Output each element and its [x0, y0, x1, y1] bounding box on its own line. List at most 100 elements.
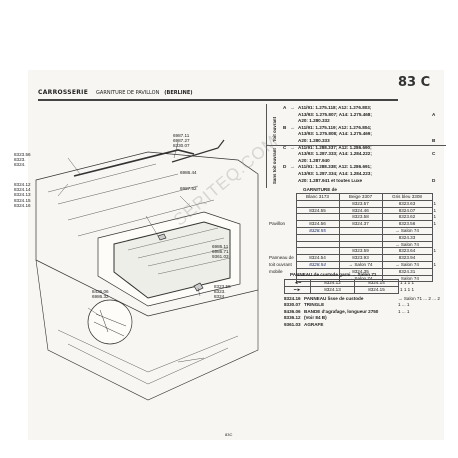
part-label: 6986.32 [92, 294, 109, 300]
part-label: 8324.16 [14, 202, 31, 208]
row-quantity [432, 241, 446, 248]
part-description: AGRAFE [304, 321, 324, 327]
headliner-ribs [47, 163, 215, 237]
serial-range: A13/93: 1.287.334; A14: 1.284.223; [298, 171, 372, 176]
row-label: Panneau de [269, 255, 294, 261]
side-arrow: ◄━ [284, 279, 311, 287]
row-label [268, 200, 296, 207]
part-description: PANNEAU lisse de custode [304, 296, 364, 301]
row-label: Pavillon [269, 221, 286, 227]
row-quantity [432, 268, 446, 275]
table-cell: 8324.12 [310, 279, 355, 287]
row-quantity [432, 227, 446, 234]
table-cell: → Salon 74 [381, 240, 433, 249]
label-mid: 6986.44 [180, 170, 197, 175]
row-quantity [432, 234, 446, 241]
table-cell [295, 247, 340, 256]
part-description: (Voir 84 B) [304, 315, 327, 321]
row-quantity: 1 1 1 1 [400, 286, 415, 292]
exploded-view-diagram [35, 139, 259, 401]
custode-title-text: PANNEAU de custode garni [290, 272, 351, 277]
table-cell: → Salon 74 [381, 260, 433, 269]
group-mark: D [432, 177, 436, 183]
table-cell: 8324.54 [295, 254, 340, 262]
part-description: TRINGLE [304, 302, 325, 308]
table-cell: 8323.62 [381, 213, 433, 222]
group-divider [266, 145, 446, 146]
section-header: CARROSSERIE GARNITURE DE PAVILLON (BERLI… [38, 88, 398, 101]
group-mark: C [432, 151, 436, 157]
table-cell: 8324.31 [381, 267, 433, 276]
serial-range: A11/91: 1.275.119; A12: 1.276.804; [298, 124, 372, 130]
part-label: 6986.11 [212, 244, 229, 249]
row-label [268, 241, 296, 248]
part-label: 8324.13 [14, 192, 31, 198]
label-cluster-top: 6987.11 6987.27 8330.07 [173, 133, 190, 149]
group-letter: C [283, 144, 287, 150]
table-cell: 8323.57 [338, 199, 383, 208]
table-cell: 8324.56 [295, 220, 340, 228]
table-cell: 8328.54 [295, 260, 340, 269]
row-quantity: 1 [433, 200, 437, 206]
header-subtitle: GARNITURE DE PAVILLON [96, 90, 160, 96]
row-quantity: 1 [433, 221, 437, 227]
serial-range: A20: 1.287.941 et toutes Luxe [298, 177, 363, 183]
table-cell: 8323.59 [338, 247, 383, 256]
serial-range: A20: 1.280.332 [298, 118, 330, 124]
row-label [268, 227, 296, 234]
label-cluster-right: 6986.11 6986.71 9361.03 [212, 244, 229, 260]
part-quantity: → Salon 71 ... 2 ... 2 [398, 296, 440, 301]
table-cell: 8328.55 [295, 226, 340, 235]
table-cell: 8323.94 [381, 254, 433, 262]
table-cell: → Salon 74 [381, 226, 433, 235]
table-cell [295, 213, 340, 222]
group-letter: D [283, 164, 287, 170]
row-quantity [432, 255, 446, 262]
part-ref: 8436.06 [284, 308, 301, 314]
serial-range: A13/93: 1.275.808; A14: 1.275.469; [298, 131, 372, 137]
leader-lines [57, 141, 205, 363]
label-cluster-left-1: 8323.56 8323. 8324. [14, 152, 31, 168]
detail-inset [87, 299, 133, 345]
table-cell [295, 233, 340, 242]
part-label: 8324.12 [14, 182, 31, 187]
row-label: mobile [269, 268, 283, 274]
part-ref: 8324.16 [284, 296, 301, 301]
part-label: 8436.06 [92, 289, 109, 294]
column-header: Beige 3307 [338, 193, 383, 201]
group-arrow: → [290, 105, 295, 110]
sunroof-panel [113, 221, 231, 299]
row-quantity: 1 [433, 262, 437, 268]
table-cell: → Salon 74 [338, 260, 383, 269]
table-cell [338, 233, 383, 242]
row-quantity: 1 [433, 207, 437, 213]
part-quantity: 1 ... 1 [398, 308, 410, 314]
table-cell: 8324.14 [354, 279, 399, 287]
part-label: 8323.56 [14, 152, 31, 157]
row-quantity: 1 [433, 248, 437, 254]
serial-range: A20: 1.280.333 [298, 138, 330, 143]
header-title: CARROSSERIE [38, 89, 89, 96]
label-cluster-left-2: 8324.12 8324.14 8324.13 8324.15 8324.16 [14, 182, 31, 208]
side-arrow: ━► [284, 285, 311, 294]
table-cell: 8323.58 [338, 213, 383, 222]
table-cell: 8324.55 [295, 206, 340, 215]
inset-detail [93, 309, 127, 337]
group-arrow: → [290, 124, 295, 130]
part-label: 6986.71 [212, 249, 229, 255]
row-quantity: 1 1 1 1 [400, 280, 415, 286]
row-label [268, 207, 296, 214]
sunroof-grid [127, 227, 231, 275]
part-label: 6987.11 [173, 133, 190, 138]
garniture-title: GARNITURE de [303, 187, 337, 192]
group-letter: B [283, 124, 287, 130]
row-label [268, 234, 296, 241]
table-cell: 8323.56 [381, 220, 433, 228]
